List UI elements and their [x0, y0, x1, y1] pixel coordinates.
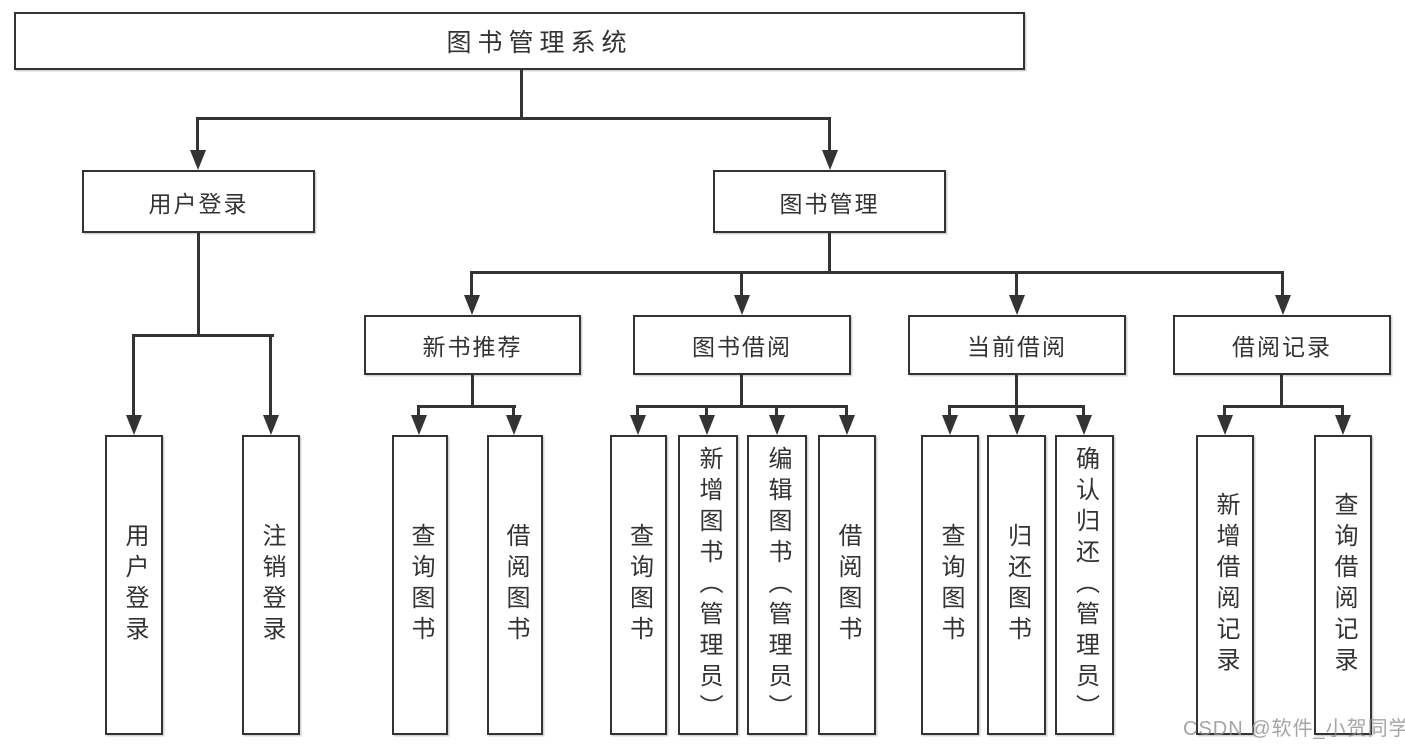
connector-line-h	[470, 271, 1284, 274]
node-book-management: 图书管理	[713, 170, 946, 233]
connector-line-v	[828, 233, 831, 274]
connector-line-v	[520, 70, 523, 119]
arrowhead-down-icon	[1076, 415, 1092, 435]
leaf-query-books-recommend: 查询图书	[392, 435, 448, 735]
connector-line-h	[196, 117, 831, 120]
leaf-query-borrow-record: 查询借阅记录	[1314, 435, 1372, 735]
node-label: 借阅记录	[1232, 334, 1332, 360]
arrowhead-down-icon	[464, 295, 480, 315]
arrowhead-down-icon	[190, 150, 206, 170]
node-label: 当前借阅	[967, 334, 1067, 360]
connector-line-h	[1223, 405, 1344, 408]
leaf-edit-books-admin: 编辑图书（管理员）	[747, 435, 807, 735]
leaf-user-login: 用户登录	[105, 435, 163, 735]
arrowhead-down-icon	[506, 415, 522, 435]
node-label: 新书推荐	[422, 334, 523, 360]
leaf-label: 查询借阅记录	[1330, 492, 1357, 678]
leaf-label: 注销登录	[258, 523, 285, 647]
connector-line-v	[740, 271, 743, 297]
arrowhead-down-icon	[1009, 295, 1025, 315]
connector-line-h	[417, 405, 516, 408]
node-label: 用户登录	[148, 190, 249, 217]
connector-line-h	[132, 334, 274, 337]
leaf-return-books: 归还图书	[987, 435, 1046, 735]
connector-line-v	[1015, 375, 1018, 408]
arrowhead-down-icon	[1335, 415, 1351, 435]
connector-line-v	[775, 405, 778, 417]
connector-line-v	[1015, 271, 1018, 297]
arrowhead-down-icon	[839, 415, 855, 435]
leaf-label: 借阅图书	[502, 523, 529, 647]
arrowhead-down-icon	[734, 295, 750, 315]
node-borrowing-records: 借阅记录	[1173, 315, 1391, 375]
leaf-label: 查询图书	[625, 523, 653, 647]
connector-line-v	[828, 117, 831, 152]
connector-line-v	[196, 117, 199, 152]
leaf-label: 查询图书	[407, 523, 434, 647]
connector-line-v	[705, 405, 708, 417]
arrowhead-down-icon	[769, 415, 785, 435]
connector-line-v	[948, 405, 951, 417]
node-library-management-system: 图书管理系统	[14, 12, 1025, 70]
leaf-query-books-borrow: 查询图书	[610, 435, 667, 735]
connector-line-v	[636, 405, 639, 417]
leaf-logout-login: 注销登录	[242, 435, 300, 735]
leaf-label: 编辑图书（管理员）	[764, 445, 791, 725]
connector-line-v	[1082, 405, 1085, 417]
leaf-borrow-books: 借阅图书	[818, 435, 876, 735]
connector-line-v	[740, 375, 743, 408]
leaf-borrow-books-recommend: 借阅图书	[487, 435, 543, 735]
arrowhead-down-icon	[942, 415, 958, 435]
leaf-label: 借阅图书	[834, 523, 861, 647]
arrowhead-down-icon	[263, 415, 279, 435]
connector-line-v	[1280, 375, 1283, 408]
connector-line-h	[636, 405, 848, 408]
node-book-borrowing: 图书借阅	[633, 315, 851, 375]
connector-line-v	[1341, 405, 1344, 417]
watermark: CSDN @软件_小贺同学	[1183, 718, 1405, 740]
node-label: 图书借阅	[692, 334, 792, 360]
arrowhead-down-icon	[630, 415, 646, 435]
connector-line-v	[269, 334, 272, 417]
leaf-add-borrow-record: 新增借阅记录	[1196, 435, 1254, 735]
node-current-borrowing: 当前借阅	[908, 315, 1126, 375]
arrowhead-down-icon	[822, 150, 838, 170]
leaf-confirm-return-admin: 确认归还（管理员）	[1055, 435, 1114, 735]
connector-line-v	[470, 271, 473, 297]
leaf-label: 查询图书	[937, 523, 964, 647]
leaf-label: 确认归还（管理员）	[1071, 445, 1099, 725]
arrowhead-down-icon	[126, 415, 142, 435]
arrowhead-down-icon	[1275, 295, 1291, 315]
leaf-add-books-admin: 新增图书（管理员）	[678, 435, 738, 735]
connector-line-v	[1015, 405, 1018, 417]
node-label: 图书管理	[779, 190, 880, 217]
connector-line-v	[471, 375, 474, 408]
leaf-label: 新增图书（管理员）	[695, 445, 722, 725]
node-label: 图书管理系统	[446, 29, 633, 57]
connector-line-v	[132, 334, 135, 417]
connector-line-v	[1281, 271, 1284, 297]
connector-line-v	[512, 405, 515, 417]
node-new-book-recommend: 新书推荐	[364, 315, 581, 375]
node-user-login: 用户登录	[82, 170, 315, 233]
connector-line-v	[845, 405, 848, 417]
leaf-query-books-current: 查询图书	[921, 435, 979, 735]
leaf-label: 用户登录	[121, 523, 148, 647]
arrowhead-down-icon	[699, 415, 715, 435]
arrowhead-down-icon	[1009, 415, 1025, 435]
arrowhead-down-icon	[1217, 415, 1233, 435]
connector-line-v	[417, 405, 420, 417]
arrowhead-down-icon	[411, 415, 427, 435]
connector-line-v	[197, 233, 200, 337]
connector-line-v	[1223, 405, 1226, 417]
leaf-label: 归还图书	[1003, 523, 1031, 647]
leaf-label: 新增借阅记录	[1212, 492, 1239, 678]
